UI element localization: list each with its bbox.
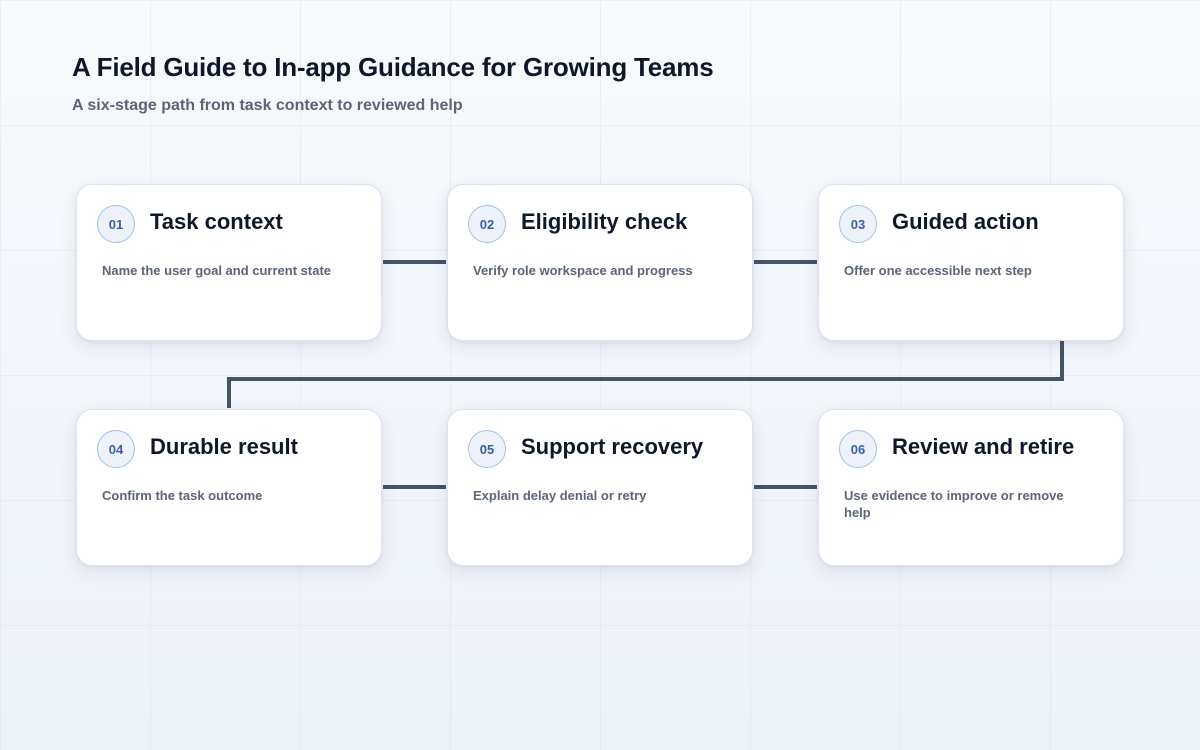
stage-number-badge: 05 [468,430,506,468]
stage-description: Verify role workspace and progress [473,263,693,278]
stage-number-badge: 03 [839,205,877,243]
stage-number-badge: 02 [468,205,506,243]
stage-card-06: 06 Review and retire Use evidence to imp… [818,409,1124,566]
stage-description: Explain delay denial or retry [473,488,647,503]
stage-title: Task context [150,209,283,234]
stage-title: Review and retire [892,434,1075,459]
stage-number-badge: 06 [839,430,877,468]
stage-description: Confirm the task outcome [102,488,263,503]
page-subtitle: A six-stage path from task context to re… [72,97,463,114]
stage-card-02: 02 Eligibility check Verify role workspa… [447,184,753,341]
stage-description: Offer one accessible next step [844,263,1032,278]
stage-title: Eligibility check [521,209,688,234]
stage-description: Name the user goal and current state [102,263,332,278]
stage-card-05: 05 Support recovery Explain delay denial… [447,409,753,566]
stage-card-03: 03 Guided action Offer one accessible ne… [818,184,1124,341]
page-title: A Field Guide to In-app Guidance for Gro… [72,52,714,82]
stage-title: Durable result [150,434,298,459]
header: A Field Guide to In-app Guidance for Gro… [72,52,714,115]
stage-number-badge: 04 [97,430,135,468]
stage-card-01: 01 Task context Name the user goal and c… [76,184,382,341]
stage-card-04: 04 Durable result Confirm the task outco… [76,409,382,566]
stage-number-badge: 01 [97,205,135,243]
stage-title: Guided action [892,209,1039,234]
stage-description: Use evidence to improve or remove help [844,488,1064,520]
stage-title: Support recovery [521,434,704,459]
connector-03-04 [227,341,1064,408]
